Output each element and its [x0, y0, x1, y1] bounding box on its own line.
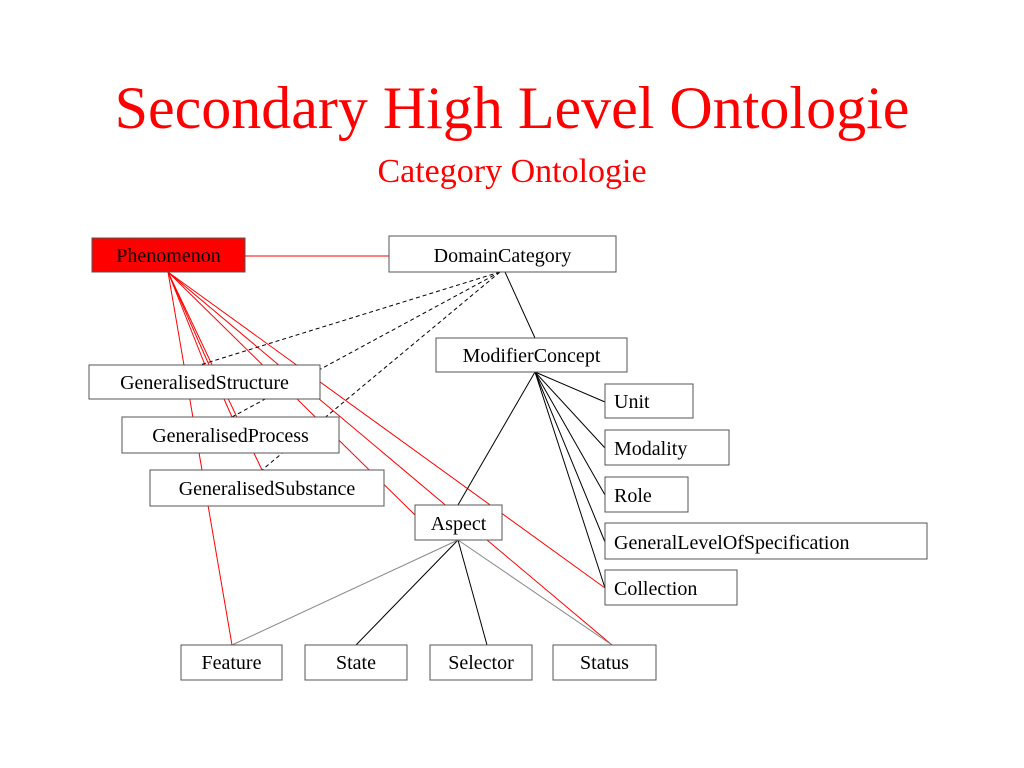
edge-modifierconcept-collection	[534, 371, 606, 589]
edge-aspect-status	[457, 539, 613, 646]
node-label: Status	[580, 652, 629, 674]
edge-aspect-selector	[457, 539, 488, 646]
nodes: Phenomenon DomainCategory ModifierConcep…	[88, 235, 928, 681]
edge-domaincategory-modifierconcept	[504, 271, 536, 339]
node-generalised-process: GeneralisedProcess	[121, 416, 340, 454]
edge-modifierconcept-modality	[534, 371, 606, 449]
node-label: Feature	[202, 652, 262, 674]
edge-phenomenon-generalisedstructure	[167, 271, 206, 366]
node-label: DomainCategory	[434, 245, 572, 267]
node-generalised-structure: GeneralisedStructure	[88, 364, 321, 400]
edge-phenomenon-feature	[167, 271, 233, 646]
node-status: Status	[552, 644, 657, 681]
node-label: Modality	[614, 438, 687, 460]
node-label: GeneralisedSubstance	[179, 478, 356, 500]
edge-modifierconcept-unit	[534, 371, 606, 403]
node-label: Aspect	[431, 513, 487, 535]
node-unit: Unit	[604, 383, 694, 419]
node-label: Role	[614, 485, 652, 507]
node-label: GeneralLevelOfSpecification	[614, 532, 849, 554]
node-label: Unit	[614, 391, 650, 413]
edge-aspect-feature	[231, 539, 459, 646]
page-subtitle: Category Ontologie	[377, 153, 647, 190]
edge-phenomenon-collection	[167, 271, 606, 589]
node-aspect: Aspect	[414, 504, 503, 541]
node-label: Selector	[448, 652, 514, 674]
node-label: ModifierConcept	[463, 345, 601, 367]
edge-modifierconcept-generallevelofspecification	[534, 371, 606, 543]
edge-domaincategory-generalisedsubstance	[261, 271, 501, 471]
node-state: State	[304, 644, 408, 681]
node-general-level-of-specification: GeneralLevelOfSpecification	[604, 522, 928, 560]
edge-aspect-state	[355, 539, 459, 646]
node-generalised-substance: GeneralisedSubstance	[149, 469, 385, 507]
node-feature: Feature	[180, 644, 283, 681]
node-label: State	[336, 652, 376, 674]
edge-modifierconcept-role	[534, 371, 606, 496]
edge-phenomenon-status	[167, 271, 613, 646]
edge-modifierconcept-aspect	[457, 371, 536, 506]
node-selector: Selector	[429, 644, 533, 681]
node-collection: Collection	[604, 569, 738, 606]
node-domain-category: DomainCategory	[388, 235, 617, 273]
node-label: Collection	[614, 578, 697, 600]
page-title: Secondary High Level Ontologie	[114, 75, 910, 141]
node-label: GeneralisedStructure	[120, 372, 289, 394]
node-modifier-concept: ModifierConcept	[435, 337, 628, 373]
node-label: Phenomenon	[116, 245, 220, 267]
node-phenomenon: Phenomenon	[91, 237, 246, 273]
node-role: Role	[604, 476, 689, 513]
node-modality: Modality	[604, 429, 730, 466]
edge-domaincategory-generalisedstructure	[199, 271, 501, 366]
node-label: GeneralisedProcess	[152, 425, 309, 447]
